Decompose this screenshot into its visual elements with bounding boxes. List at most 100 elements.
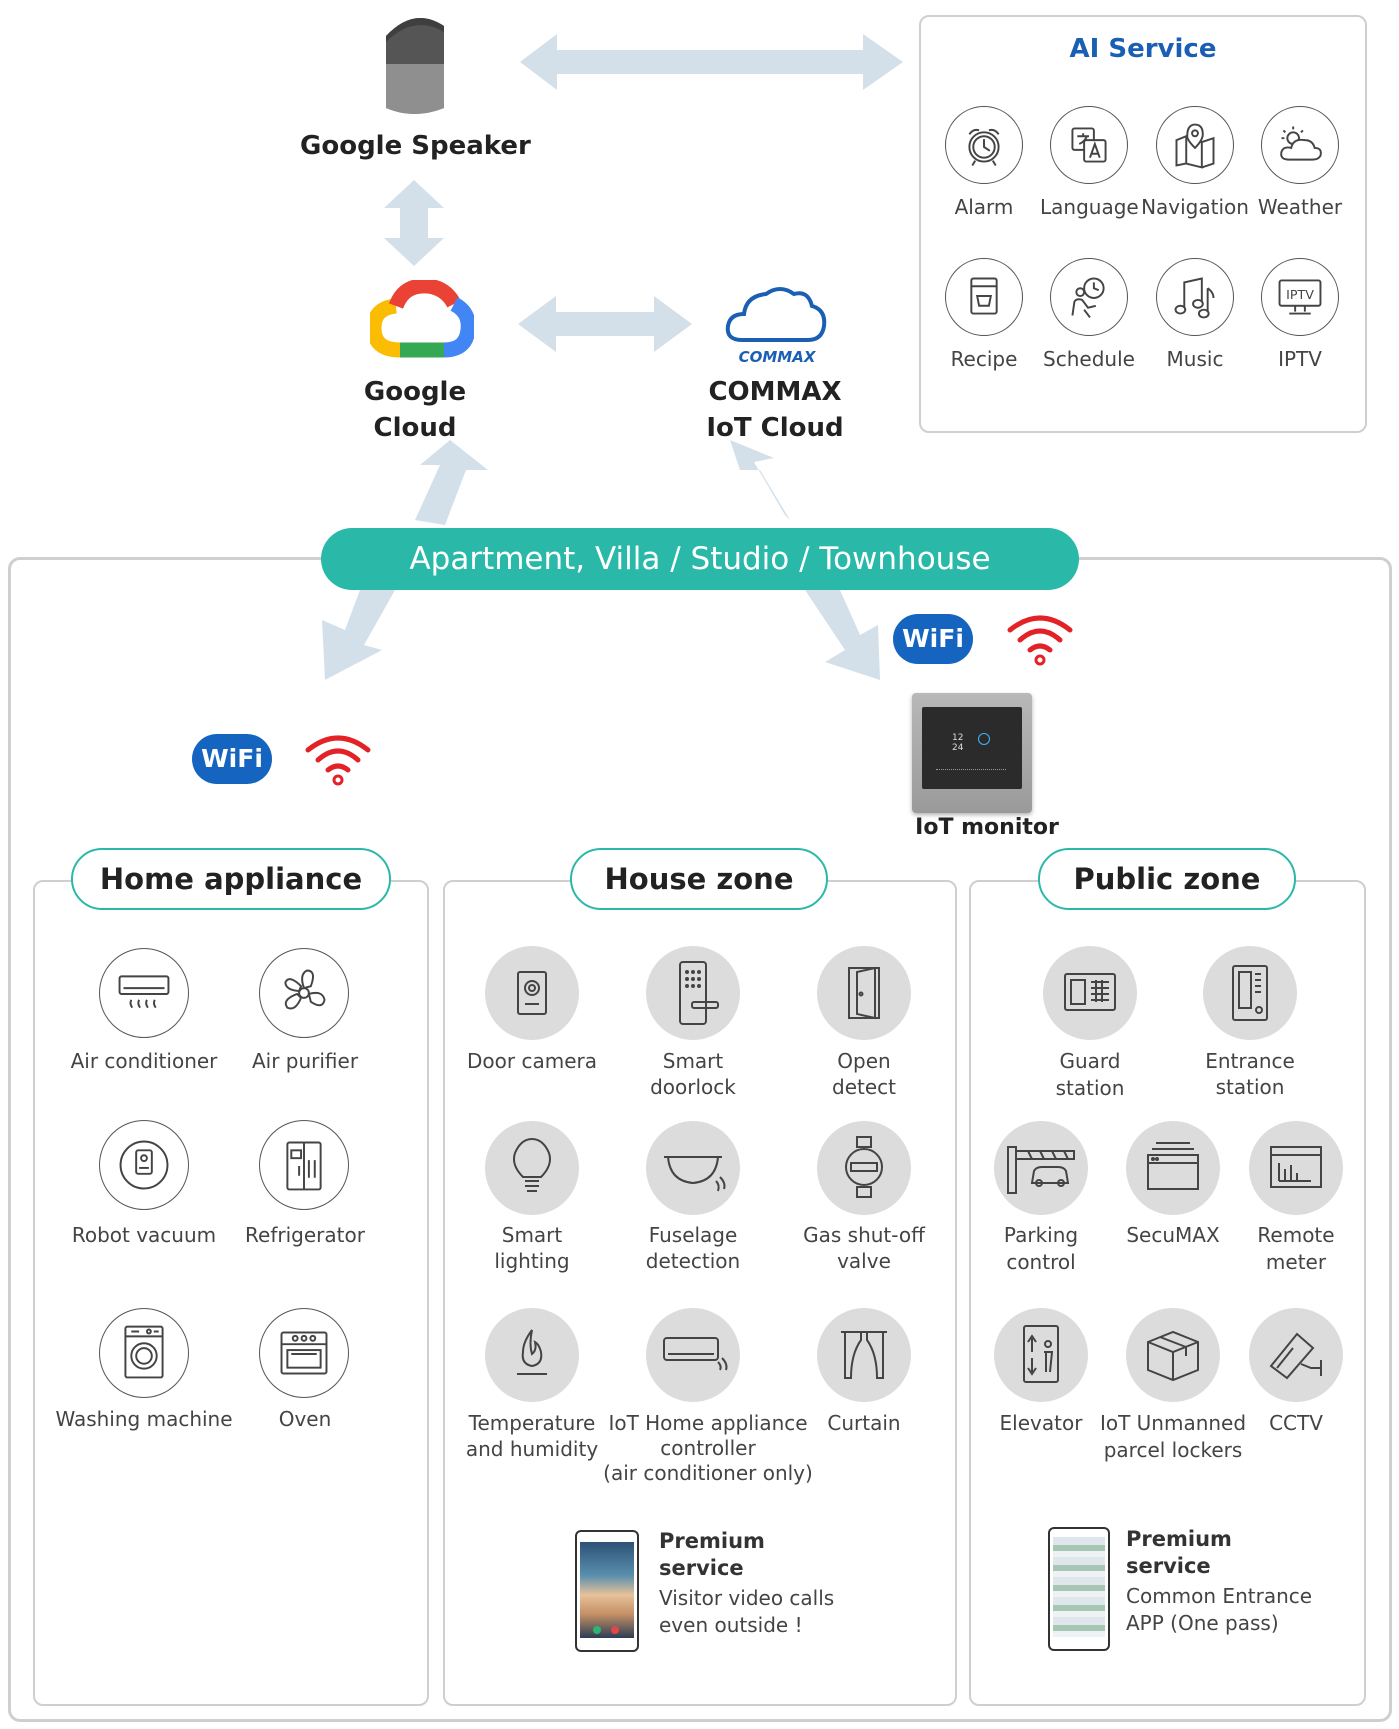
label-doorlock-2: doorlock [650,1075,736,1099]
label-ac-controller-2: controller [660,1436,756,1460]
label-air-conditioner: Air conditioner [70,1049,218,1073]
public-premium-title-1: Premium [1126,1527,1232,1551]
label-parking-1: Parking [1003,1223,1079,1247]
music-icon [1156,258,1234,336]
commax-cloud-label-1: COMMAX [708,377,842,407]
svg-text:IPTV: IPTV [1286,287,1314,302]
up-google-arrow [415,440,488,525]
google-speaker-icon [386,18,444,114]
home-appliance-panel [33,880,429,1706]
label-temperature-1: Temperature [468,1411,596,1435]
label-secumax: SecuMAX [1126,1223,1220,1247]
commax-logo-text: COMMAX [738,348,816,366]
label-door-camera: Door camera [467,1049,597,1073]
wifi-signal-icon-left [305,735,371,786]
ai-label-iptv: IPTV [1278,347,1322,371]
speaker-ai-arrow [520,34,903,90]
ac-controller-icon [646,1308,740,1402]
door-camera-icon [485,946,579,1040]
wifi-badge-left: WiFi [192,734,272,784]
recipe-icon [945,258,1023,336]
ai-label-weather: Weather [1257,195,1343,219]
ai-label-navigation: Navigation [1141,195,1249,219]
ai-label-language: Language [1040,195,1139,219]
label-parcel-1: IoT Unmanned [1099,1411,1247,1435]
gas-valve-icon [817,1121,911,1215]
google-cloud-icon [370,280,474,358]
iptv-icon: IPTV [1261,258,1339,336]
google-commax-arrow [518,296,692,352]
monitor-time-hour: 12 [952,733,964,743]
label-ac-controller-1: IoT Home appliance [608,1411,808,1435]
google-cloud-label-1: Google [363,377,467,407]
label-doorlock-1: Smart [662,1049,724,1073]
phone-one-pass-image [1048,1527,1110,1651]
ai-label-schedule: Schedule [1043,347,1135,371]
parcel-locker-icon [1126,1308,1220,1402]
label-curtain: Curtain [827,1411,901,1435]
label-elevator: Elevator [999,1411,1083,1435]
public-zone-title: Public zone [1038,848,1296,910]
label-washing-machine: Washing machine [55,1407,233,1431]
label-robot-vacuum: Robot vacuum [71,1223,217,1247]
label-air-purifier: Air purifier [251,1049,359,1073]
label-open-detect-2: detect [832,1075,896,1099]
label-entrance-2: station [1215,1075,1285,1099]
label-remote-meter-1: Remote [1257,1223,1335,1247]
house-premium-title-2: service [659,1556,744,1580]
sensor-icon [646,1121,740,1215]
elevator-icon [994,1308,1088,1402]
navigation-icon [1156,106,1234,184]
label-guard-1: Guard [1059,1049,1121,1073]
label-temperature-2: and humidity [465,1437,599,1461]
label-gas-valve-1: Gas shut-off [803,1223,925,1247]
label-gas-valve-2: valve [837,1249,891,1273]
label-oven: Oven [278,1407,332,1431]
parking-icon [994,1121,1088,1215]
entrance-station-icon [1203,946,1297,1040]
google-cloud-label-2: Cloud [373,413,457,443]
ai-label-recipe: Recipe [950,347,1018,371]
cctv-icon [1249,1308,1343,1402]
language-icon [1050,106,1128,184]
ai-service-panel [919,15,1367,433]
down-left-arrow [322,590,395,680]
curtain-icon [817,1308,911,1402]
label-ac-controller-3: (air conditioner only) [603,1461,813,1485]
label-remote-meter-2: meter [1265,1250,1327,1274]
label-fuselage-1: Fuselage [648,1223,738,1247]
schedule-icon [1050,258,1128,336]
public-premium-title-2: service [1126,1554,1211,1578]
alarm-icon [945,106,1023,184]
building-type-banner: Apartment, Villa / Studio / Townhouse [321,528,1079,590]
wifi-badge-right: WiFi [893,614,973,664]
oven-icon [259,1308,349,1398]
flame-icon [485,1308,579,1402]
label-parcel-2: parcel lockers [1103,1438,1243,1462]
doorlock-icon [646,946,740,1040]
air-purifier-icon [259,948,349,1038]
label-parking-2: control [1006,1250,1076,1274]
wifi-signal-icon-right [1007,615,1073,666]
washing-machine-icon [99,1308,189,1398]
up-commax-arrow [730,440,790,520]
ai-service-title: AI Service [1069,34,1217,64]
google-speaker-label: Google Speaker [300,131,531,161]
label-fuselage-2: detection [645,1249,741,1273]
guard-station-icon [1043,946,1137,1040]
house-premium-title-1: Premium [659,1529,765,1553]
iot-monitor-device: 12 24 [912,693,1032,813]
down-right-arrow [805,590,880,680]
refrigerator-icon [259,1120,349,1210]
house-premium-text-1: Visitor video calls [659,1586,835,1610]
secumax-icon [1126,1121,1220,1215]
commax-cloud-label-2: IoT Cloud [706,413,844,443]
label-lighting-2: lighting [494,1249,570,1273]
label-cctv: CCTV [1269,1411,1323,1435]
label-open-detect-1: Open [837,1049,891,1073]
weather-icon [1261,106,1339,184]
lightbulb-icon [485,1121,579,1215]
label-lighting-1: Smart [501,1223,563,1247]
label-guard-2: station [1055,1076,1125,1100]
